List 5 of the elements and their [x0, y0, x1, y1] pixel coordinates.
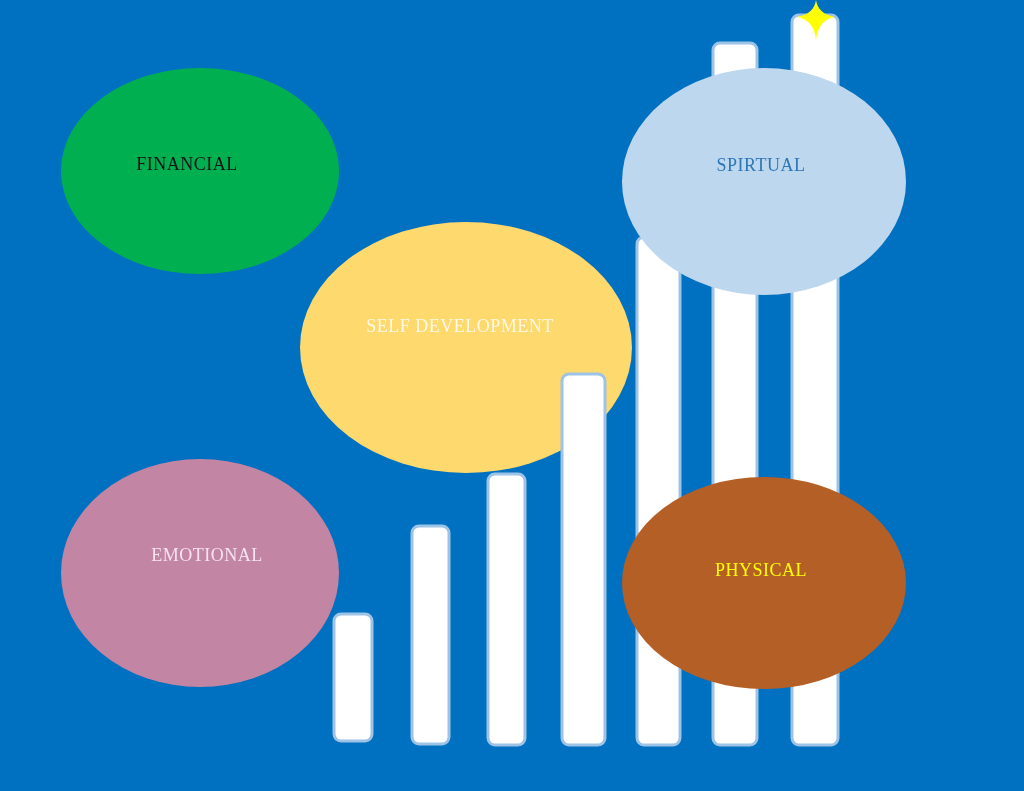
node-label: SPIRTUAL	[716, 155, 806, 174]
node-label: SELF DEVELOPMENT	[366, 316, 554, 335]
node-label: PHYSICAL	[715, 561, 807, 579]
node-label: FINANCIAL	[136, 155, 238, 173]
node-label: EMOTIONAL	[151, 546, 263, 564]
